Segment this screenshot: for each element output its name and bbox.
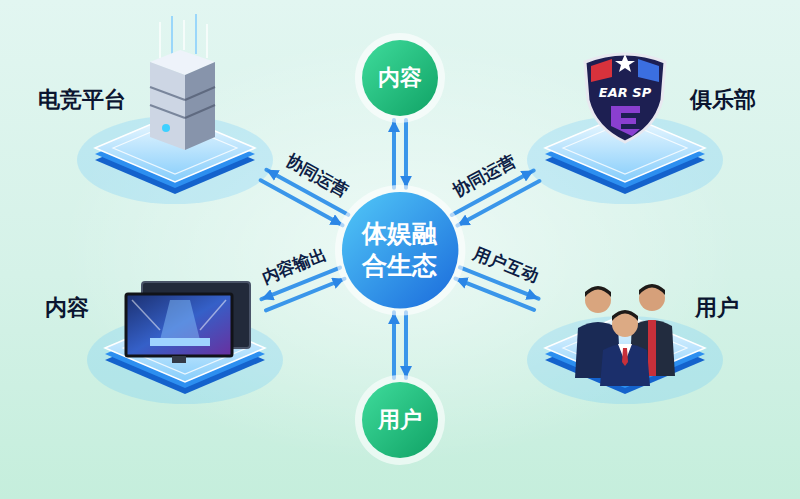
platform-label: 内容 (45, 294, 89, 322)
light-beam (206, 24, 208, 58)
club-logo-text: EAR SP (599, 85, 651, 100)
jersey-stripe (648, 320, 656, 376)
circle-shape (342, 192, 458, 308)
green-circle: 内容 (362, 40, 438, 116)
server-front (150, 62, 185, 150)
shield-stripe (591, 59, 612, 82)
connector (394, 312, 406, 378)
connector (394, 120, 406, 188)
person-head (585, 287, 611, 313)
light-beam (195, 14, 197, 54)
server-led (162, 124, 170, 132)
server-slot (185, 87, 215, 100)
light-beam (159, 22, 161, 58)
platform-node: 用户 (540, 270, 775, 435)
circle-fill (362, 382, 438, 458)
platform-node: 电竞平台 (30, 30, 260, 190)
person-head (612, 311, 638, 337)
arrow-line (404, 312, 408, 378)
stage (150, 338, 210, 346)
server-slot (185, 105, 215, 118)
light-beam (171, 16, 173, 54)
circle-label: 内容 (378, 64, 422, 92)
circle-halo (355, 375, 445, 465)
circle-label: 用户 (378, 406, 422, 434)
server-slot (150, 105, 185, 118)
arrow-line (392, 120, 396, 188)
server-side (185, 62, 215, 150)
shield-stripe (638, 59, 659, 82)
platform-node: 内容 (30, 270, 260, 435)
platform-label: 俱乐部 (690, 86, 756, 114)
light-ray (132, 300, 160, 330)
arrow-line (392, 312, 396, 378)
edge-label: 协同运营 (279, 148, 353, 203)
tie (622, 348, 628, 366)
circle-label: 体娱融 合生态 (359, 218, 442, 282)
platform-label: 用户 (695, 294, 739, 322)
monitor-stand (172, 356, 186, 363)
hub-circle: 体娱融 合生态 (342, 192, 458, 308)
shield-body (585, 54, 665, 142)
person-head (639, 285, 665, 311)
green-circle: 用户 (362, 382, 438, 458)
circle-halo (335, 185, 465, 315)
shield-emblem (611, 106, 640, 136)
shield-star (615, 54, 635, 72)
edge-label: 内容输出 (256, 242, 331, 290)
edge-label: 用户互动 (469, 241, 544, 289)
edge-label: 协同运营 (446, 149, 520, 204)
person-hair (639, 284, 665, 295)
light-beam (183, 20, 185, 50)
front-screen (126, 294, 232, 356)
circle-fill (342, 192, 458, 308)
stage-light (160, 300, 200, 340)
people-picture (575, 284, 675, 386)
person-hair (585, 286, 611, 297)
person-hair (612, 310, 638, 321)
server-icon (150, 14, 215, 150)
server-slot (150, 87, 185, 100)
light-ray (200, 300, 226, 330)
screen-picture (126, 282, 250, 363)
person-body (600, 344, 650, 386)
arrow-line (404, 120, 408, 188)
platform-node: 俱乐部 (540, 30, 775, 190)
circle-fill (362, 40, 438, 116)
circle-halo (355, 33, 445, 123)
club-shield (585, 54, 665, 142)
platform-label: 电竞平台 (38, 86, 126, 114)
